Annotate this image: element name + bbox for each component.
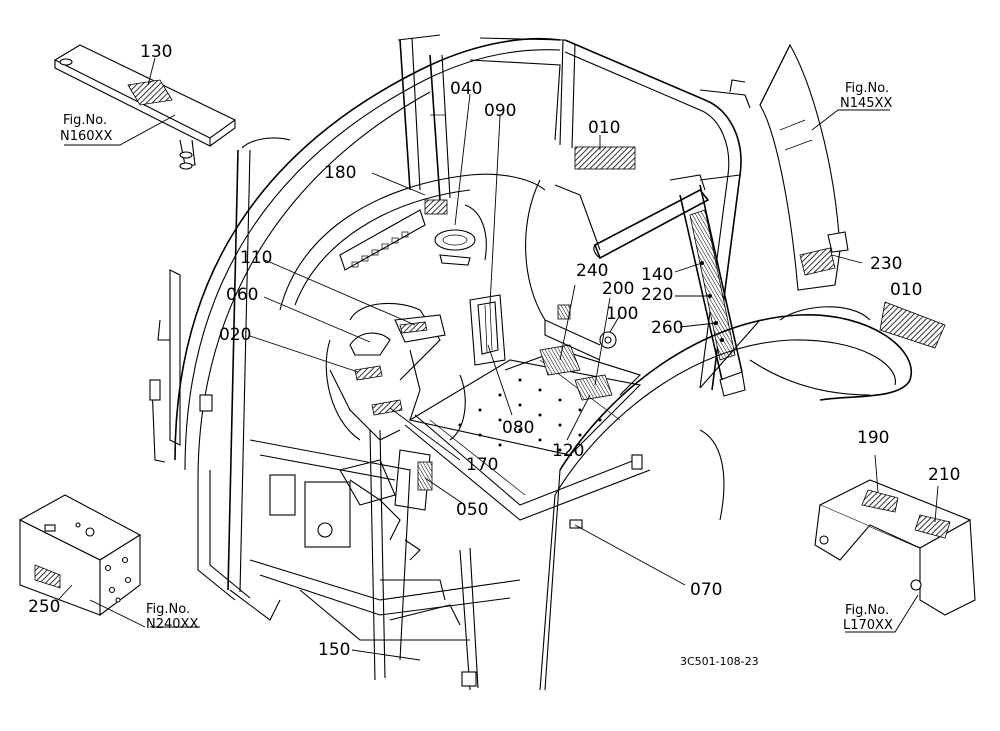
fig-code-rear-window: N145XX — [840, 96, 892, 111]
label-140: 140 — [641, 265, 673, 285]
label-020: 020 — [219, 325, 251, 345]
part-labels: 130 040 090 010 180 110 060 020 240 140 … — [28, 42, 960, 660]
label-130: 130 — [140, 42, 172, 62]
cab-floor — [404, 179, 913, 691]
label-080: 080 — [502, 418, 534, 438]
fig-code-side-box: N240XX — [146, 617, 198, 632]
decal-010-rear — [574, 146, 636, 170]
label-260: 260 — [651, 318, 683, 338]
label-150: 150 — [318, 640, 350, 660]
label-180: 180 — [324, 163, 356, 183]
cover — [814, 479, 976, 616]
sun-visor — [53, 44, 237, 170]
label-250: 250 — [28, 597, 60, 617]
fig-caption-sunvisor: Fig.No. — [63, 113, 107, 128]
label-090: 090 — [484, 101, 516, 121]
fig-caption-side-box: Fig.No. — [146, 602, 190, 617]
leader-lines — [57, 57, 939, 661]
label-210: 210 — [928, 465, 960, 485]
figure-references: Fig.No. N160XX Fig.No. N145XX Fig.No. N2… — [60, 81, 893, 633]
label-240: 240 — [576, 261, 608, 281]
fig-caption-cover: Fig.No. — [845, 603, 889, 618]
lower-body — [229, 429, 521, 691]
rear-window — [759, 43, 849, 291]
side-box — [18, 494, 142, 617]
label-010-rear: 010 — [588, 118, 620, 138]
cab-frame — [149, 34, 751, 601]
dashboard — [279, 173, 546, 441]
label-200: 200 — [602, 279, 634, 299]
label-100: 100 — [606, 304, 638, 324]
label-050: 050 — [456, 500, 488, 520]
label-220: 220 — [641, 285, 673, 305]
label-120: 120 — [552, 441, 584, 461]
fig-code-sunvisor: N160XX — [60, 129, 112, 144]
label-040: 040 — [450, 79, 482, 99]
decal-010-loose — [879, 301, 946, 349]
label-070: 070 — [690, 580, 722, 600]
rear-post — [669, 174, 741, 342]
label-190: 190 — [857, 428, 889, 448]
drawing-number: 3C501-108-23 — [680, 655, 759, 668]
label-010-loose: 010 — [890, 280, 922, 300]
label-170: 170 — [466, 455, 498, 475]
label-230: 230 — [870, 254, 902, 274]
fig-code-cover: L170XX — [843, 618, 893, 633]
label-060: 060 — [226, 285, 258, 305]
fig-caption-rear-window: Fig.No. — [845, 81, 889, 96]
label-110: 110 — [240, 248, 272, 268]
